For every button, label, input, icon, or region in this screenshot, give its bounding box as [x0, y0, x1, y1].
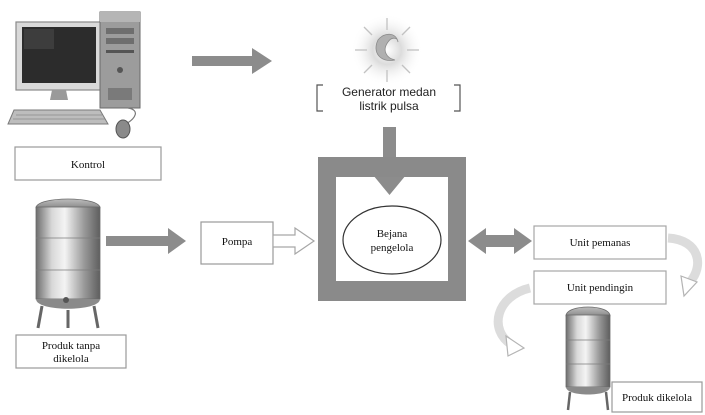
processing-chamber-frame: [318, 157, 466, 301]
generator-label-line1: Generator medan: [342, 85, 436, 99]
desktop-computer-icon: [7, 11, 141, 139]
arrow-chamber-units-bidirectional: [468, 228, 532, 254]
output-tank-icon: [565, 306, 611, 411]
stainless-steel-tank-icon: [35, 198, 101, 329]
kontrol-box: [14, 146, 162, 181]
bejana-ellipse: [342, 205, 442, 275]
curved-arrow-heater-to-cooler: [667, 233, 703, 298]
arrow-pump-to-chamber: [272, 226, 316, 256]
bejana-label-line2: pengelola: [371, 242, 414, 254]
curved-arrow-cooler-to-output: [493, 283, 532, 357]
produk-dikelola-box: [611, 381, 703, 413]
pulse-generator-icon: [351, 14, 423, 86]
unit-pendingin-box: [533, 270, 667, 305]
produk-dikelola-label: Produk dikelola: [622, 392, 692, 404]
unit-pemanas-label: Unit pemanas: [570, 237, 631, 249]
unit-pendingin-label: Unit pendingin: [567, 282, 634, 294]
generator-label-group: Generator medan listrik pulsa: [316, 84, 461, 113]
kontrol-label: Kontrol: [71, 159, 105, 171]
generator-label-line2: listrik pulsa: [359, 99, 419, 113]
produk-tanpa-label-line1: Produk tanpa: [42, 340, 100, 352]
unit-pemanas-box: [533, 225, 667, 260]
produk-tanpa-box: [15, 334, 127, 369]
bejana-label-line1: Bejana: [377, 228, 408, 240]
arrow-computer-to-generator: [192, 48, 272, 74]
arrow-tank-to-pump: [106, 228, 186, 254]
produk-tanpa-label-line2: dikelola: [53, 353, 89, 365]
pompa-label: Pompa: [222, 236, 253, 248]
